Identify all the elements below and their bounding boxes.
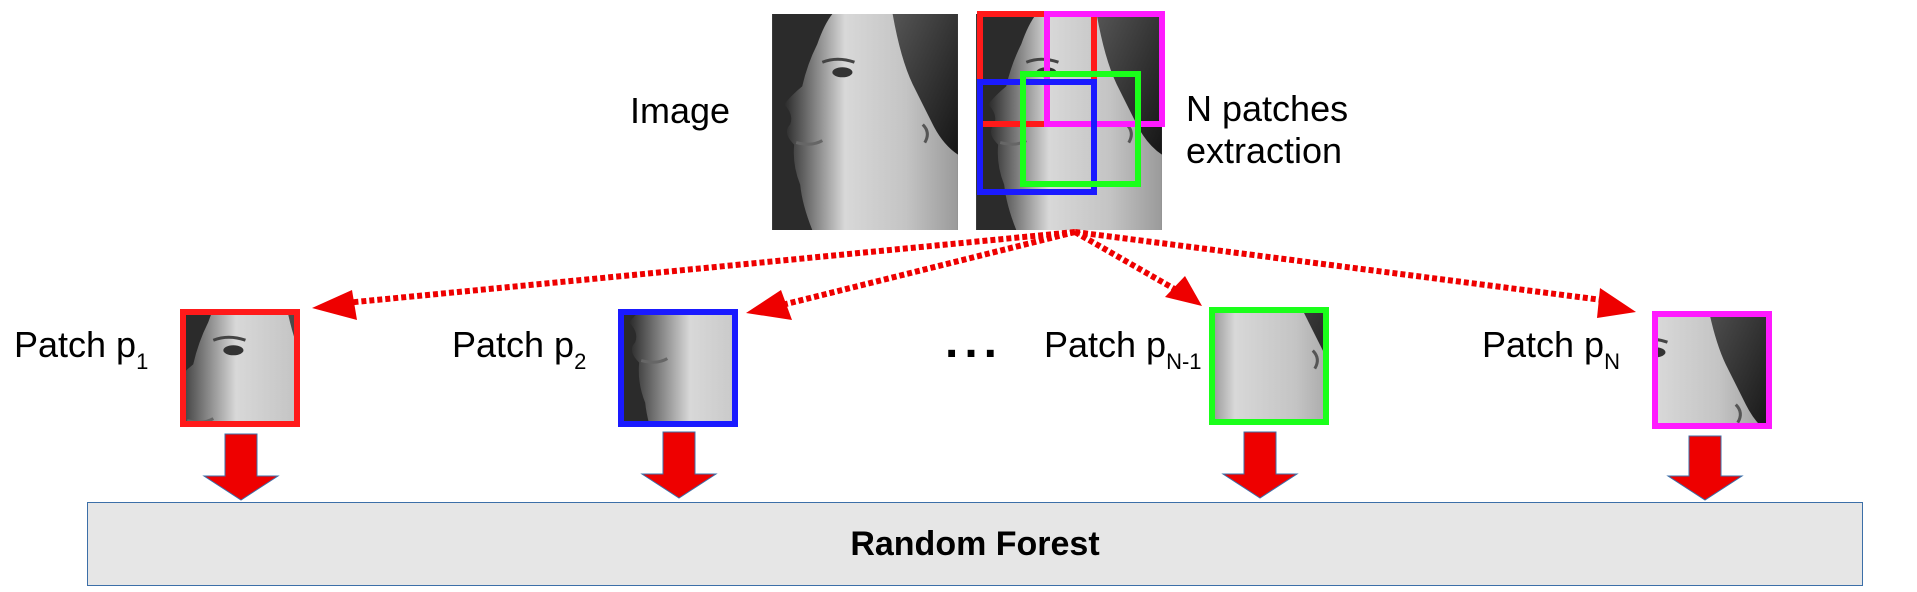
arrow-to-patch-2 <box>777 229 1076 309</box>
patch-label-n: Patch pN <box>1482 324 1620 375</box>
random-forest-label: Random Forest <box>850 524 1100 563</box>
arrow-heads <box>312 276 1636 320</box>
arrow-head-1 <box>312 290 357 320</box>
patch-label-1-sub: 1 <box>136 349 149 374</box>
arrow-to-patch-1 <box>344 229 1076 306</box>
random-forest-box: Random Forest <box>87 502 1863 586</box>
extraction-label: N patches extraction <box>1186 88 1348 172</box>
patch-box-blue <box>977 79 1097 195</box>
arrow-head-n-1 <box>1165 276 1202 306</box>
image-label: Image <box>630 90 731 131</box>
patch-label-n-1-sub: N-1 <box>1166 349 1202 374</box>
patch-box-magenta <box>1044 11 1165 127</box>
patch-box-red <box>977 11 1097 127</box>
arrow-head-n <box>1597 288 1636 318</box>
arrow-head-2 <box>746 290 792 320</box>
patch-label-n-1: Patch pN-1 <box>1044 324 1202 375</box>
patch-label-2: Patch p2 <box>452 324 586 375</box>
arrow-to-patch-n <box>1074 229 1603 303</box>
block-arrow-n-1 <box>1221 431 1299 499</box>
ellipsis: ... <box>945 315 1004 368</box>
face-image <box>772 14 958 230</box>
patch-box-green <box>1020 71 1141 187</box>
patch-thumb-n <box>1652 311 1772 429</box>
patch-thumb-n-1 <box>1209 307 1329 425</box>
extraction-label-line2: extraction <box>1186 130 1343 171</box>
patch-extraction-image <box>976 11 1165 230</box>
extraction-label-line1: N patches <box>1186 88 1349 129</box>
block-arrow-1 <box>202 433 280 501</box>
patch-label-1-text: Patch p <box>14 324 137 365</box>
patch-thumb-2 <box>618 309 738 427</box>
block-arrow-2 <box>640 431 718 499</box>
patch-label-2-text: Patch p <box>452 324 575 365</box>
patch-label-n-1-text: Patch p <box>1044 324 1167 365</box>
patch-label-2-sub: 2 <box>574 349 587 374</box>
arrow-to-patch-n-1 <box>1073 229 1180 294</box>
block-arrow-n <box>1666 435 1744 501</box>
patch-label-1: Patch p1 <box>14 324 148 375</box>
patch-thumb-1 <box>180 309 300 427</box>
patch-label-n-text: Patch p <box>1482 324 1605 365</box>
dotted-arrows <box>344 229 1603 309</box>
block-arrows <box>202 431 1744 501</box>
patch-label-n-sub: N <box>1604 349 1620 374</box>
